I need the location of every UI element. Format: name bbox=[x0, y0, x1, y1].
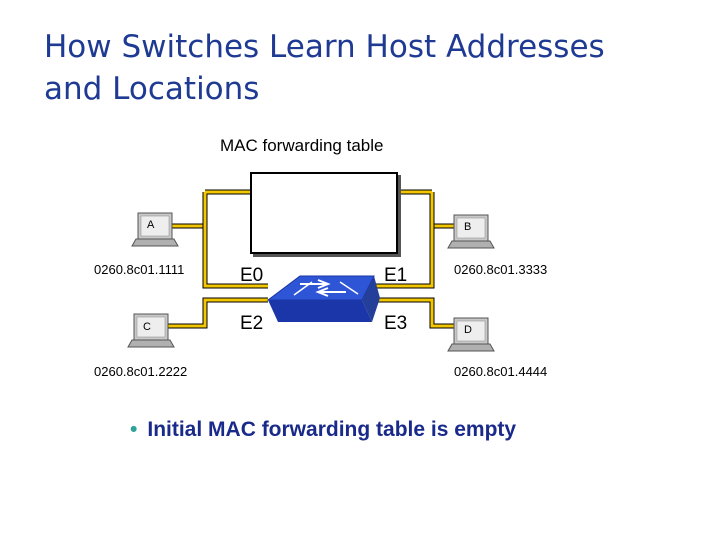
computer-icon-a bbox=[131, 212, 179, 247]
computer-icon-c bbox=[127, 313, 175, 348]
port-e0-label: E0 bbox=[240, 265, 264, 286]
host-a-label: A bbox=[147, 219, 155, 231]
computer-icon-d bbox=[447, 317, 495, 352]
port-e2-label: E2 bbox=[240, 313, 264, 334]
host-d-mac: 0260.8c01.4444 bbox=[454, 364, 548, 379]
title-line-2: and Locations bbox=[44, 71, 260, 107]
host-a-mac: 0260.8c01.1111 bbox=[94, 262, 185, 277]
title-line-1: How Switches Learn Host Addresses bbox=[44, 29, 605, 65]
cable-d bbox=[368, 297, 458, 329]
host-d-label: D bbox=[464, 324, 472, 336]
host-c-label: C bbox=[143, 321, 151, 333]
mac-forwarding-table bbox=[250, 172, 398, 254]
bullet-text: Initial MAC forwarding table is empty bbox=[147, 418, 517, 441]
cable-a bbox=[170, 223, 268, 289]
host-c-mac: 0260.8c01.2222 bbox=[94, 364, 188, 379]
host-b-mac: 0260.8c01.3333 bbox=[454, 262, 548, 277]
switch-icon bbox=[266, 275, 380, 322]
cable-table-left bbox=[202, 189, 250, 232]
table-caption: MAC forwarding table bbox=[220, 136, 384, 155]
cable-b bbox=[368, 223, 458, 289]
host-b-label: B bbox=[464, 221, 472, 233]
cable-table-right bbox=[396, 189, 435, 232]
port-e1-label: E1 bbox=[384, 265, 408, 286]
bullet-point: • Initial MAC forwarding table is empty bbox=[130, 418, 516, 442]
port-e3-label: E3 bbox=[384, 313, 408, 334]
slide-title: How Switches Learn Host Addresses and Lo… bbox=[44, 26, 684, 110]
cable-c bbox=[166, 297, 268, 329]
computer-icon-b bbox=[447, 214, 495, 249]
bullet-dot-icon: • bbox=[130, 418, 138, 441]
